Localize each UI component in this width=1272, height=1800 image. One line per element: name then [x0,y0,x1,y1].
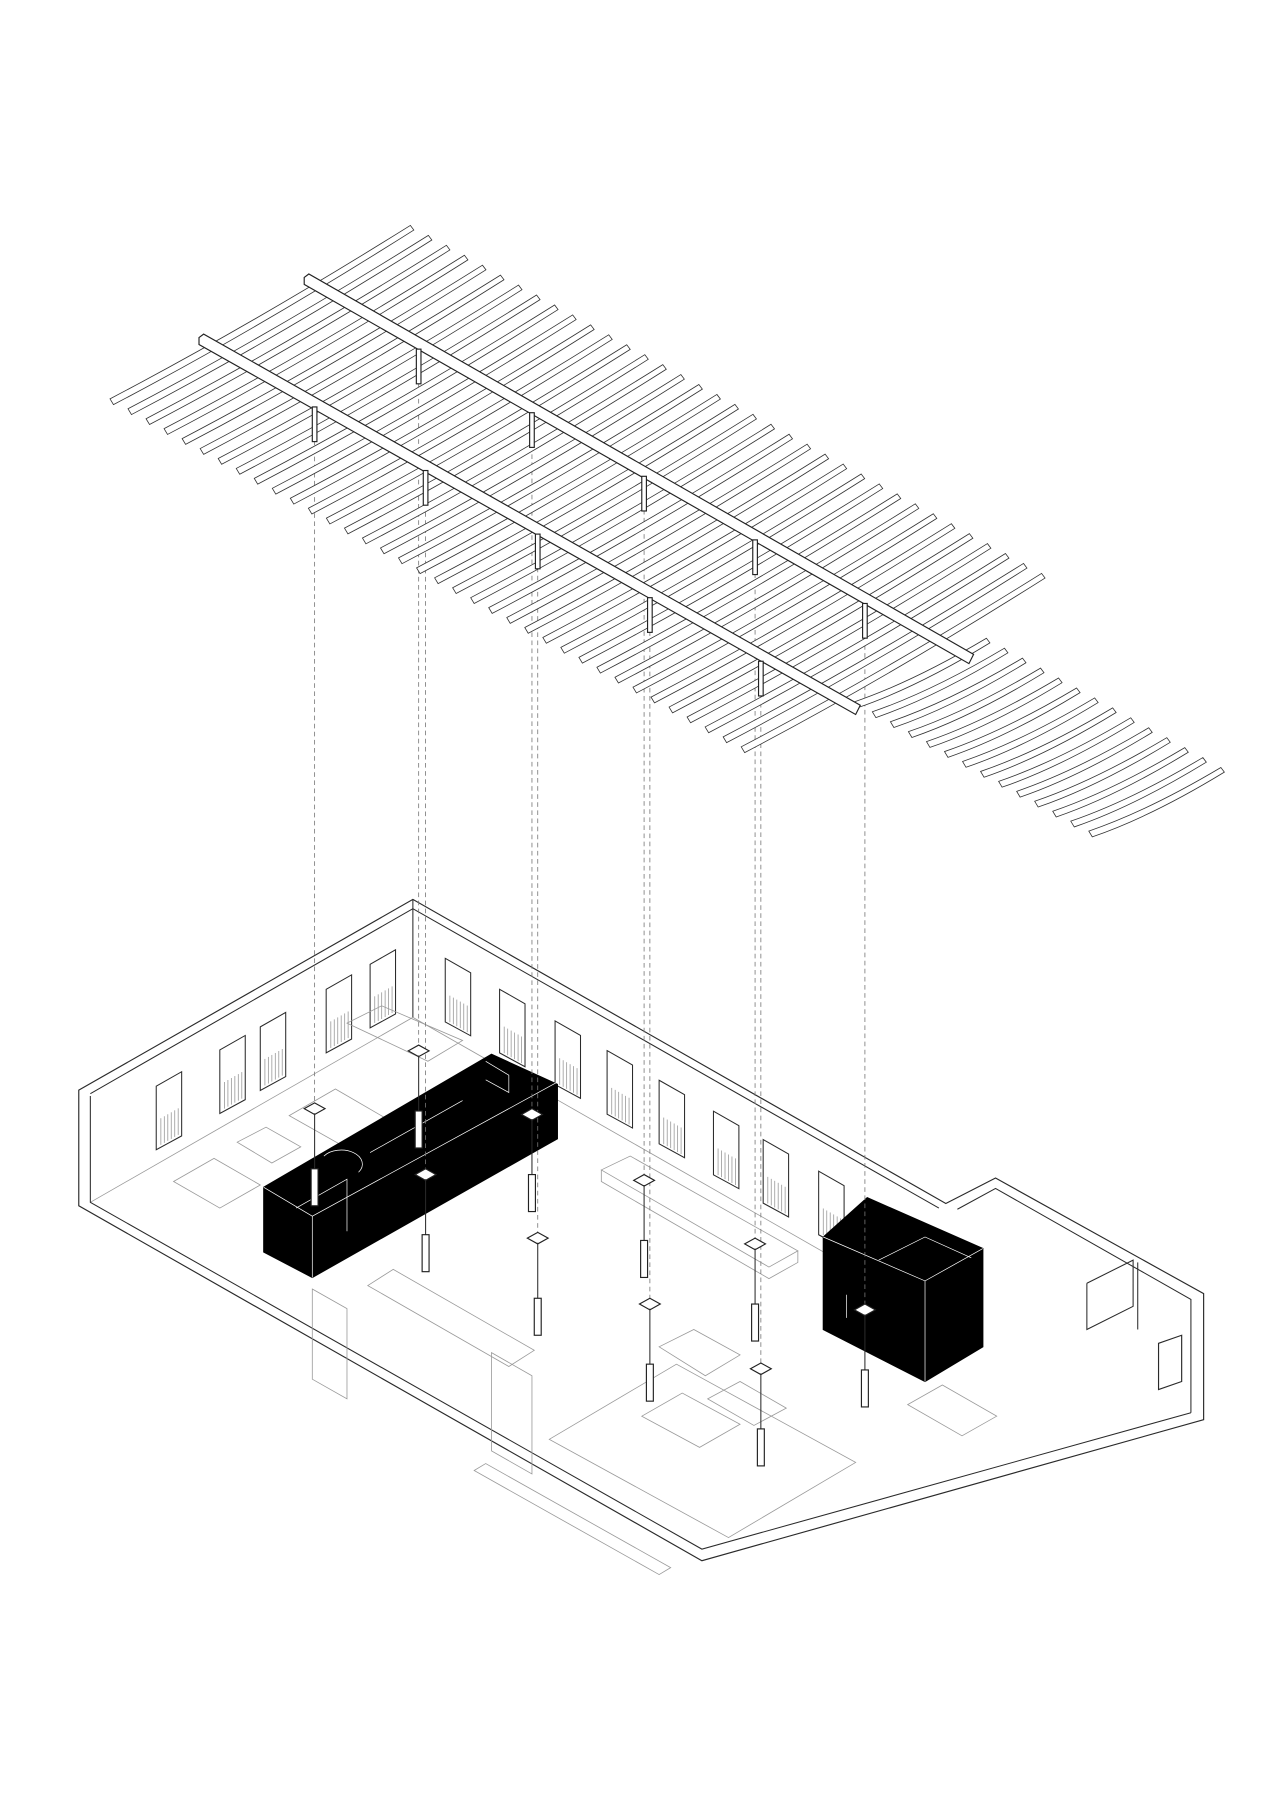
black-cube-volume [822,1197,984,1383]
canopy-slat [871,647,1009,719]
hanger-rod [641,475,647,512]
window [606,1049,634,1129]
post-sleeve [645,1363,654,1402]
canopy-slat [961,697,1099,768]
post-cap [303,1102,327,1116]
canopy-slat [853,637,991,709]
post-cap [743,1237,767,1251]
canopy-slat [925,677,1063,748]
sofa-2 [640,1392,741,1448]
panel-1 [311,1288,348,1400]
post-sleeve [421,1234,430,1273]
canopy-slat [1088,766,1225,838]
canopy-beam [303,273,975,665]
suspended-slat-canopy [109,224,1225,838]
hanger-rod [529,412,535,448]
post-sleeve [751,1303,760,1342]
room-shell [78,898,1205,1562]
post-sleeve [640,1239,649,1279]
post-cap [414,1168,438,1182]
canopy-slat [1052,747,1189,818]
rug [548,1363,857,1539]
window [219,1034,246,1115]
post-sleeve [310,1168,319,1207]
canopy-slat [1016,727,1153,798]
sideboard [236,1126,302,1164]
hanger-rod [534,533,541,570]
room-outline [78,898,1205,1562]
hanger-rod [422,469,429,506]
hanger-rod [752,539,758,576]
post-sleeve [527,1173,537,1213]
canopy-slat [1070,757,1207,828]
panel-2 [491,1351,533,1475]
kitchen-island-side [600,1169,799,1280]
window [259,1011,287,1092]
windows [155,948,845,1250]
light-posts [303,1044,877,1467]
dining-table [367,1268,536,1367]
post-cap [749,1362,773,1376]
window [369,948,397,1029]
end-window [1157,1334,1183,1391]
canopy-slat [998,717,1135,788]
annex-walls [957,1187,1192,1413]
window [762,1138,790,1218]
canopy-slat [889,657,1027,729]
post-cap [853,1303,877,1317]
canopy-beam [198,333,862,716]
post-sleeve [533,1297,542,1336]
window [155,1070,183,1151]
post-sleeve [414,1110,423,1149]
window [712,1110,740,1190]
hanger-rod [415,348,422,385]
hanger-rod [646,597,653,633]
post-sleeve [860,1369,869,1408]
post-cap [526,1231,550,1245]
canopy-slat [907,667,1045,738]
bathtub [172,1157,262,1209]
bench [473,1463,672,1576]
post-cap [632,1173,656,1187]
post-cap [638,1297,662,1311]
window [658,1079,686,1159]
canopy-slat [943,687,1081,758]
canopy-slat [979,707,1117,778]
hanger-rod [862,602,868,639]
window [325,973,353,1054]
sofa-1 [658,1329,741,1377]
post-sleeve [756,1428,765,1467]
annex-stair [1086,1259,1134,1331]
coffee-table [706,1381,788,1426]
post-cap [520,1108,544,1121]
front-wall-inner [89,1095,1192,1550]
window [444,957,472,1037]
window [499,988,526,1068]
desk [906,1384,998,1437]
oval-table [346,1005,464,1062]
floor-edge-left [90,1016,414,1203]
window [554,1020,582,1100]
hanger-rod [311,406,318,443]
post-cap [407,1044,431,1058]
hanger-rod [757,660,764,697]
canopy-slat [1034,737,1171,808]
